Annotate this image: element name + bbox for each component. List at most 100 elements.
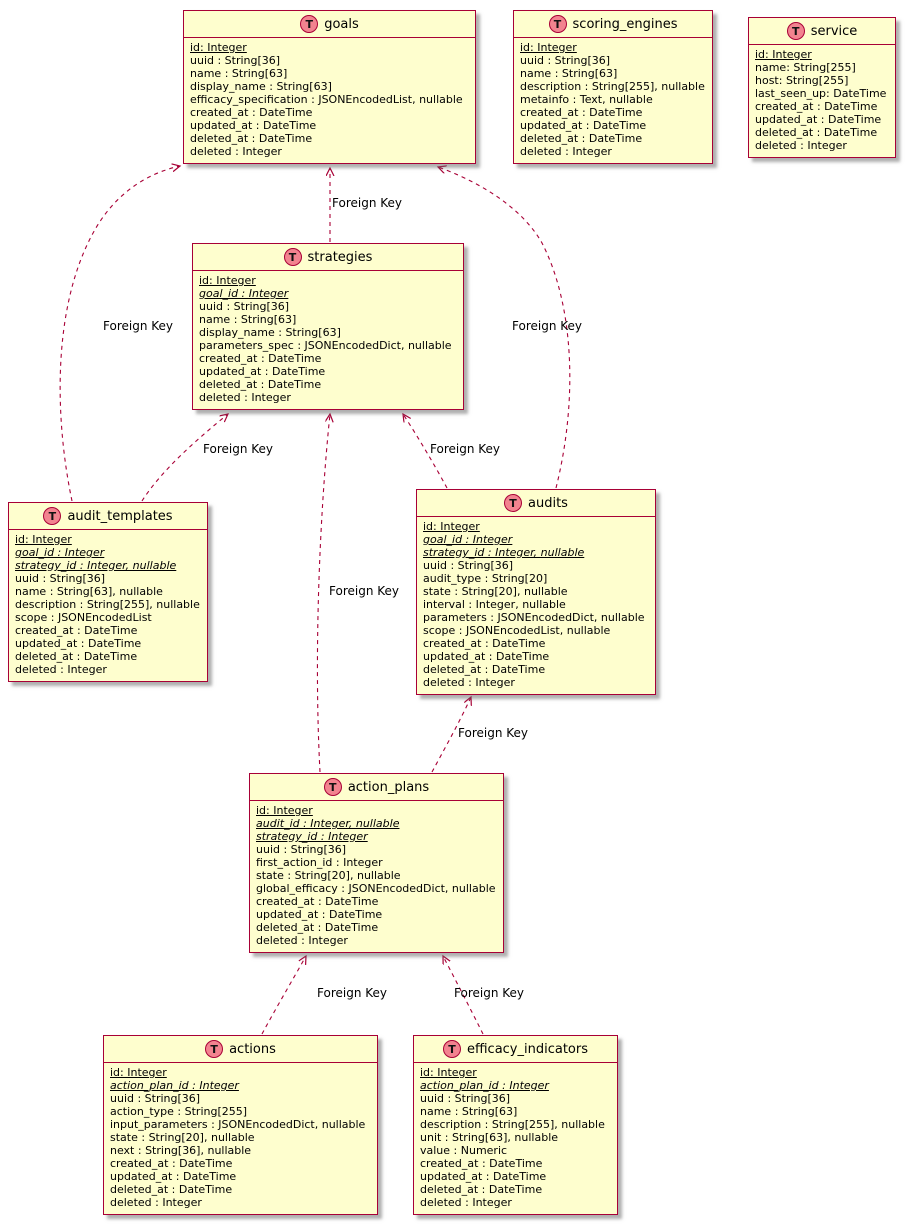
field-row: uuid : String[36]: [420, 1092, 511, 1105]
field-row: display_name : String[63]: [190, 80, 332, 93]
field-row: uuid : String[36]: [520, 54, 611, 67]
relation-label: Foreign Key: [430, 442, 500, 456]
relation-arrow-action_plans-to-audits: [431, 697, 471, 773]
entity-title: goals: [324, 16, 359, 32]
field-row: audit_type : String[20]: [423, 572, 548, 585]
field-row: id: Integer: [190, 41, 247, 54]
relation-arrow-audit_templates-to-strategies: [141, 414, 228, 502]
field-row: deleted_at : DateTime: [755, 126, 878, 139]
relation-arrow-audits-to-goals: [438, 167, 571, 489]
field-row: goal_id : Integer: [199, 287, 289, 300]
field-row: id: Integer: [420, 1066, 477, 1079]
field-row: input_parameters : JSONEncodedDict, null…: [110, 1118, 366, 1131]
entity-title: scoring_engines: [572, 16, 678, 32]
field-row: updated_at : DateTime: [755, 113, 882, 126]
field-row: uuid : String[36]: [199, 300, 290, 313]
field-row: deleted : Integer: [199, 391, 291, 404]
field-row: updated_at : DateTime: [423, 650, 550, 663]
field-row: id: Integer: [520, 41, 577, 54]
field-row: deleted : Integer: [256, 934, 348, 947]
field-row: description : String[255], nullable: [15, 598, 200, 611]
relation-arrow-audit_templates-to-goals: [59, 166, 180, 502]
field-row: updated_at : DateTime: [110, 1170, 237, 1183]
field-row: deleted_at : DateTime: [423, 663, 546, 676]
field-row: deleted : Integer: [420, 1196, 512, 1209]
field-row: strategy_id : Integer, nullable: [423, 546, 585, 559]
field-row: created_at : DateTime: [110, 1157, 233, 1170]
field-row: goal_id : Integer: [423, 533, 513, 546]
field-row: deleted_at : DateTime: [15, 650, 138, 663]
field-row: action_type : String[255]: [110, 1105, 248, 1118]
field-row: deleted_at : DateTime: [110, 1183, 233, 1196]
entity-title: audits: [528, 495, 568, 511]
field-row: deleted : Integer: [755, 139, 847, 152]
field-row: name : String[63]: [520, 67, 618, 80]
field-row: created_at : DateTime: [423, 637, 546, 650]
field-row: interval : Integer, nullable: [423, 598, 566, 611]
field-row: uuid : String[36]: [110, 1092, 201, 1105]
field-row: id: Integer: [423, 520, 480, 533]
entity-title: action_plans: [347, 779, 430, 795]
field-row: name : String[63]: [190, 67, 288, 80]
field-row: created_at : DateTime: [520, 106, 643, 119]
field-row: created_at : DateTime: [199, 352, 322, 365]
field-row: created_at : DateTime: [15, 624, 138, 637]
field-row: id: Integer: [199, 274, 256, 287]
field-row: updated_at : DateTime: [420, 1170, 547, 1183]
entity-title: audit_templates: [67, 508, 173, 524]
entity-title: actions: [229, 1041, 276, 1057]
field-row: action_plan_id : Integer: [110, 1079, 239, 1092]
relation-label: Foreign Key: [512, 319, 582, 333]
relation-label: Foreign Key: [454, 986, 524, 1000]
field-row: id: Integer: [256, 804, 313, 817]
field-row: global_efficacy : JSONEncodedDict, nulla…: [256, 882, 496, 895]
field-row: deleted_at : DateTime: [199, 378, 322, 391]
table-icon: T: [283, 248, 302, 266]
relation-arrow-efficacy_indicators-to-action_plans: [443, 956, 484, 1035]
field-row: deleted : Integer: [520, 145, 612, 158]
relation-label: Foreign Key: [103, 319, 173, 333]
field-row: state : String[20], nullable: [256, 869, 401, 882]
field-row: updated_at : DateTime: [256, 908, 383, 921]
field-row: scope : JSONEncodedList, nullable: [423, 624, 611, 637]
field-row: deleted : Integer: [15, 663, 107, 676]
entity-title: strategies: [307, 249, 373, 265]
field-row: strategy_id : Integer: [256, 830, 368, 843]
table-icon: T: [442, 1040, 461, 1058]
relation-arrow-actions-to-action_plans: [261, 956, 306, 1035]
field-row: name: String[255]: [755, 61, 856, 74]
field-row: uuid : String[36]: [15, 572, 106, 585]
field-row: uuid : String[36]: [423, 559, 514, 572]
field-row: deleted_at : DateTime: [420, 1183, 543, 1196]
field-row: created_at : DateTime: [755, 100, 878, 113]
field-row: created_at : DateTime: [190, 106, 313, 119]
field-row: name : String[63]: [199, 313, 297, 326]
field-row: id: Integer: [755, 48, 812, 61]
field-row: audit_id : Integer, nullable: [256, 817, 400, 830]
relation-label: Foreign Key: [329, 584, 399, 598]
field-row: description : String[255], nullable: [520, 80, 705, 93]
field-row: deleted : Integer: [190, 145, 282, 158]
field-row: parameters_spec : JSONEncodedDict, nulla…: [199, 339, 452, 352]
table-icon: T: [548, 15, 567, 33]
field-row: metainfo : Text, nullable: [520, 93, 653, 106]
field-row: strategy_id : Integer, nullable: [15, 559, 177, 572]
